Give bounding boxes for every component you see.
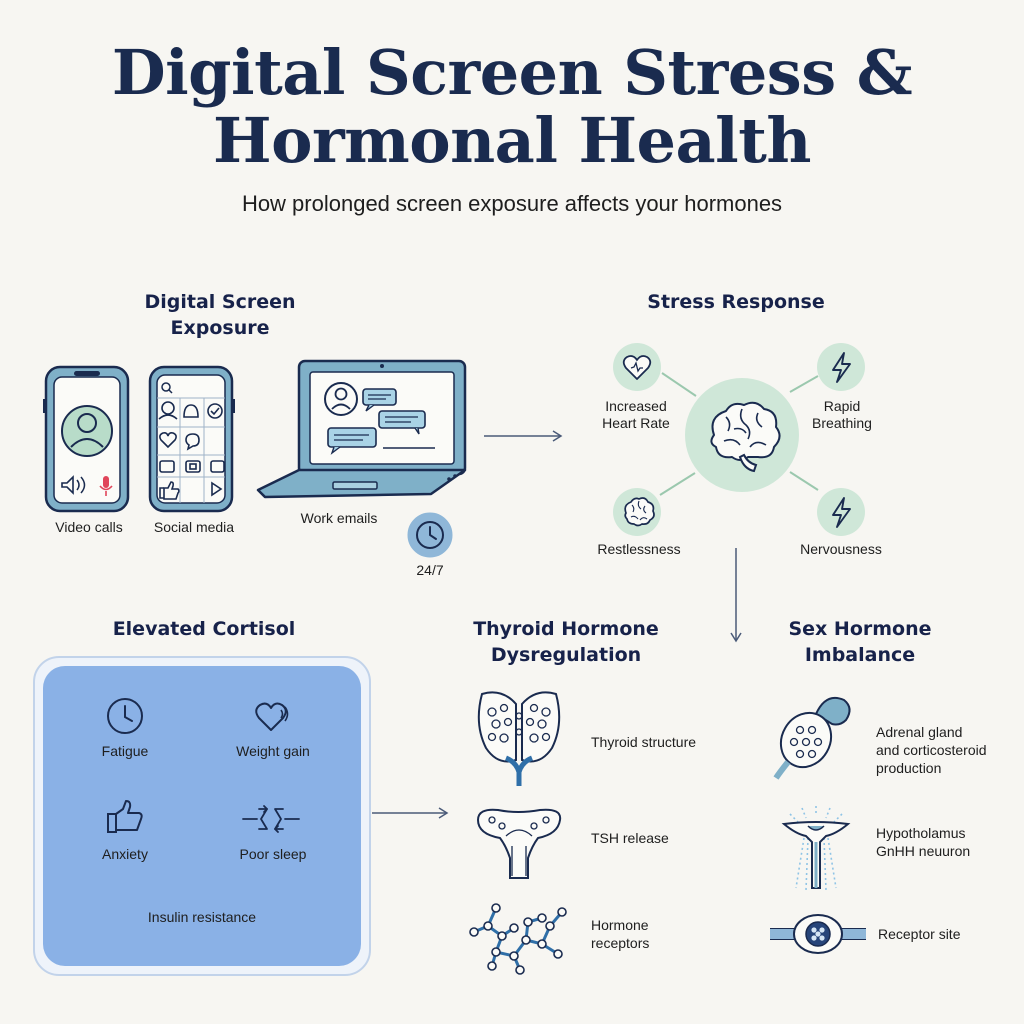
hormone-receptors-icon <box>469 903 567 975</box>
work-emails-label: Work emails <box>300 510 378 526</box>
subtitle: How prolonged screen exposure affects yo… <box>241 191 783 216</box>
brain-icon <box>685 378 799 492</box>
restlessness-label: Restlessness <box>597 541 681 557</box>
hypothalamus-label: Hypotholamus GnHH neuuron <box>876 825 971 859</box>
laptop-icon <box>256 359 467 499</box>
weight-gain-heart-icon <box>255 702 289 731</box>
nervousness-label: Nervousness <box>800 541 882 557</box>
fatigue-label: Fatigue <box>101 743 149 759</box>
hypothalamus-neuron-icon <box>781 806 851 891</box>
receptor-site-label: Receptor site <box>878 926 961 942</box>
adrenal-gland-icon <box>773 696 851 780</box>
arrow-to-thyroid <box>372 807 449 819</box>
cortisol-panel <box>43 666 361 966</box>
social-media-phone-icon <box>148 365 235 513</box>
clock-icon <box>407 512 453 558</box>
video-call-phone-icon <box>43 365 130 513</box>
thyroid-structure-icon <box>477 691 561 786</box>
restless-brain-icon <box>613 488 661 536</box>
stress-connectors <box>659 372 819 496</box>
arrow-down-stress <box>730 548 742 643</box>
title-line-1: Digital Screen Stress & <box>111 36 913 109</box>
arrow-to-stress <box>484 430 563 442</box>
heart-rate-icon <box>613 343 661 391</box>
anxiety-thumb-icon <box>107 800 143 833</box>
poor-sleep-label: Poor sleep <box>239 846 307 862</box>
social-media-label: Social media <box>153 519 235 535</box>
title-line-2: Hormonal Health <box>213 104 811 177</box>
poor-sleep-arrows-icon <box>242 805 300 833</box>
video-calls-label: Video calls <box>55 519 123 535</box>
receptor-site-icon <box>770 914 866 954</box>
lightning-icon <box>817 343 865 391</box>
adrenal-label: Adrenal gland and corticosteroid product… <box>876 724 987 776</box>
fatigue-clock-icon <box>107 698 143 734</box>
anxiety-label: Anxiety <box>102 846 148 862</box>
nervous-lightning-icon <box>817 488 865 536</box>
insulin-label: Insulin resistance <box>147 909 257 925</box>
thyroid-structure-label: Thyroid structure <box>591 734 697 750</box>
tsh-release-label: TSH release <box>591 830 669 846</box>
always-on-label: 24/7 <box>416 562 444 578</box>
weight-gain-label: Weight gain <box>236 743 310 759</box>
stress-heading: Stress Response <box>647 291 825 313</box>
cortisol-heading: Elevated Cortisol <box>112 618 296 640</box>
exposure-heading: Digital Screen Exposure <box>144 291 296 339</box>
tsh-release-icon <box>476 808 562 879</box>
